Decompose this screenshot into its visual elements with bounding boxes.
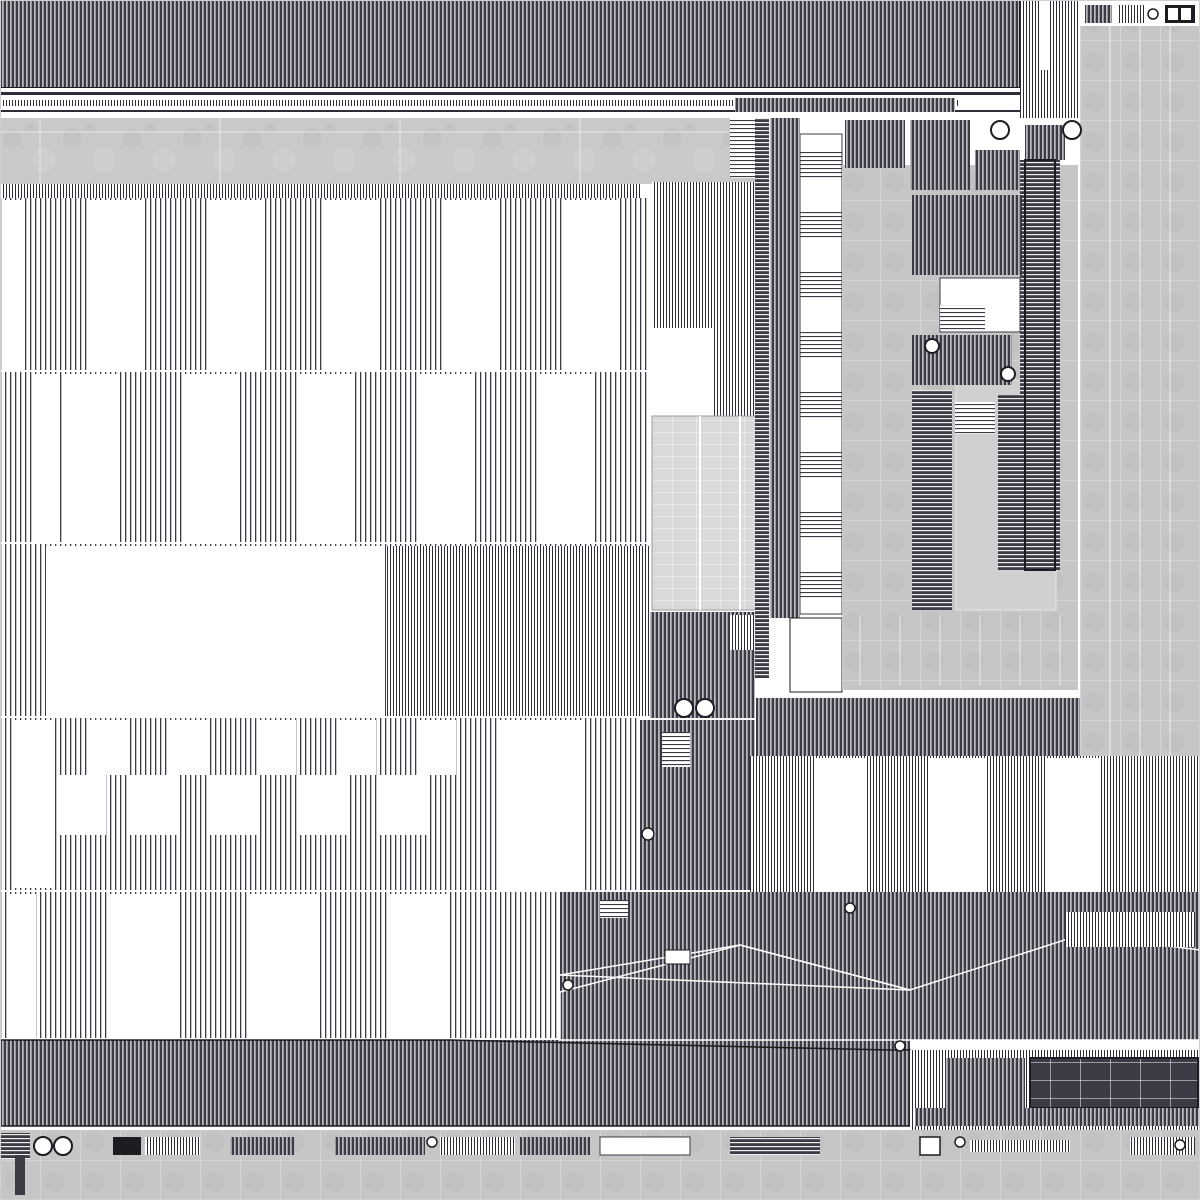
wall-panels-row-5 [0,892,560,1038]
column-guides [1109,26,1171,756]
checker-column [800,134,842,614]
dark-window-panel [910,1050,1200,1130]
roof-strip-bottom [0,1039,911,1127]
wall-panels-row-4 [0,718,640,890]
checker-cap [789,617,843,693]
bottom-detail-strips [0,1133,1195,1195]
dark-divider-2 [755,118,769,678]
roof-strip-top [0,0,1080,118]
roof-cluster-lower-right [559,892,1200,1052]
side-blank-panel [652,328,712,416]
band-trim-lower [0,184,640,198]
corner-swatches [1085,5,1195,23]
concrete-band-grid [0,118,760,184]
yard-parking-lines [859,615,1061,685]
yard-structures [845,120,1082,610]
wall-panels-row-2 [0,372,650,542]
trim-strip-top [0,88,1020,116]
wall-panels-row-3 [0,544,650,716]
dark-divider-1 [770,118,800,618]
roof-cluster-mid-right [640,612,1200,900]
concrete-band-top [0,118,760,184]
wall-panels-row-1 [0,198,650,370]
